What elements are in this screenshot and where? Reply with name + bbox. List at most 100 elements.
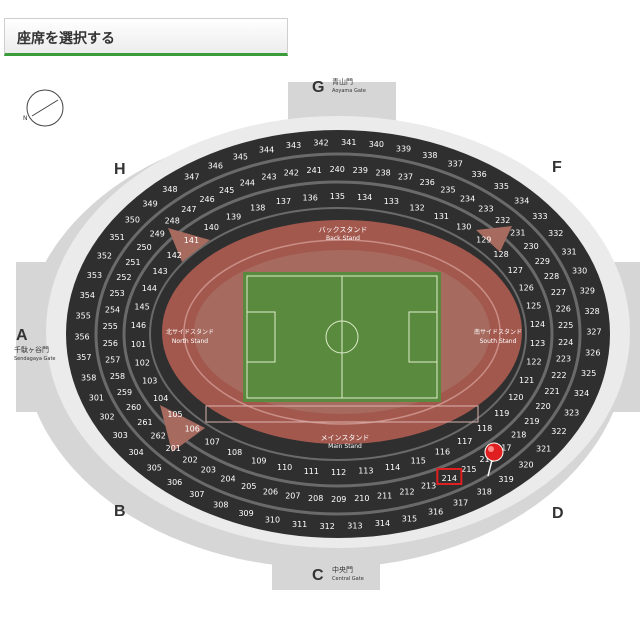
seat-section-262[interactable]: 262 [151, 431, 166, 440]
seat-section-302[interactable]: 302 [99, 413, 114, 422]
seat-section-230[interactable]: 230 [523, 242, 538, 251]
seat-section-237[interactable]: 237 [398, 172, 413, 181]
seat-section-260[interactable]: 260 [126, 403, 141, 412]
seat-section-323[interactable]: 323 [564, 409, 579, 418]
seat-section-206[interactable]: 206 [263, 488, 278, 497]
seat-section-134[interactable]: 134 [357, 193, 372, 202]
seat-section-222[interactable]: 222 [551, 371, 566, 380]
seat-section-101[interactable]: 101 [131, 340, 146, 349]
seat-section-312[interactable]: 312 [320, 522, 335, 531]
seat-section-144[interactable]: 144 [142, 284, 157, 293]
seat-section-253[interactable]: 253 [109, 289, 124, 298]
seat-section-311[interactable]: 311 [292, 520, 307, 529]
seat-section-352[interactable]: 352 [97, 251, 112, 260]
seat-section-257[interactable]: 257 [105, 356, 120, 365]
seat-section-341[interactable]: 341 [341, 138, 356, 147]
seat-section-235[interactable]: 235 [440, 185, 455, 194]
seat-section-233[interactable]: 233 [478, 204, 493, 213]
seat-section-111[interactable]: 111 [304, 467, 319, 476]
seat-section-325[interactable]: 325 [581, 369, 596, 378]
seat-section-113[interactable]: 113 [358, 467, 373, 476]
seat-section-320[interactable]: 320 [518, 460, 533, 469]
seat-section-234[interactable]: 234 [460, 194, 475, 203]
seat-section-128[interactable]: 128 [493, 250, 508, 259]
seat-section-118[interactable]: 118 [477, 424, 492, 433]
seat-section-137[interactable]: 137 [276, 197, 291, 206]
seat-section-202[interactable]: 202 [182, 456, 197, 465]
seat-section-245[interactable]: 245 [219, 186, 234, 195]
seat-section-141[interactable]: 141 [184, 236, 199, 245]
seat-section-324[interactable]: 324 [574, 389, 589, 398]
seat-section-333[interactable]: 333 [532, 212, 547, 221]
seat-section-109[interactable]: 109 [251, 457, 266, 466]
seat-section-132[interactable]: 132 [409, 203, 424, 212]
seat-section-108[interactable]: 108 [227, 448, 242, 457]
seat-section-319[interactable]: 319 [498, 475, 513, 484]
seat-section-254[interactable]: 254 [105, 306, 120, 315]
seat-section-357[interactable]: 357 [76, 353, 91, 362]
seat-section-256[interactable]: 256 [103, 339, 118, 348]
seat-section-329[interactable]: 329 [580, 286, 595, 295]
seat-section-133[interactable]: 133 [384, 197, 399, 206]
seat-section-125[interactable]: 125 [526, 302, 541, 311]
seat-section-221[interactable]: 221 [544, 387, 559, 396]
seat-section-239[interactable]: 239 [353, 166, 368, 175]
seat-section-121[interactable]: 121 [519, 376, 534, 385]
seat-section-213[interactable]: 213 [421, 481, 436, 490]
seat-section-322[interactable]: 322 [551, 427, 566, 436]
seat-section-308[interactable]: 308 [213, 501, 228, 510]
seat-section-126[interactable]: 126 [519, 283, 534, 292]
seat-section-223[interactable]: 223 [556, 354, 571, 363]
seat-section-124[interactable]: 124 [530, 320, 545, 329]
seat-section-143[interactable]: 143 [153, 267, 168, 276]
seat-section-252[interactable]: 252 [116, 273, 131, 282]
seat-section-212[interactable]: 212 [399, 487, 414, 496]
seat-section-258[interactable]: 258 [110, 372, 125, 381]
seat-section-146[interactable]: 146 [131, 321, 146, 330]
seat-section-310[interactable]: 310 [265, 516, 280, 525]
seat-section-306[interactable]: 306 [167, 478, 182, 487]
seat-section-127[interactable]: 127 [508, 266, 523, 275]
seat-section-305[interactable]: 305 [147, 464, 162, 473]
seat-section-250[interactable]: 250 [136, 243, 151, 252]
seat-section-339[interactable]: 339 [396, 144, 411, 153]
seat-section-244[interactable]: 244 [240, 179, 255, 188]
seat-section-246[interactable]: 246 [199, 195, 214, 204]
seat-section-251[interactable]: 251 [125, 258, 140, 267]
seat-section-205[interactable]: 205 [241, 482, 256, 491]
seat-section-255[interactable]: 255 [103, 322, 118, 331]
seat-section-219[interactable]: 219 [524, 417, 539, 426]
seat-section-208[interactable]: 208 [308, 494, 323, 503]
seat-section-247[interactable]: 247 [181, 205, 196, 214]
seat-section-314[interactable]: 314 [375, 519, 390, 528]
seat-section-332[interactable]: 332 [548, 229, 563, 238]
seat-section-201[interactable]: 201 [166, 444, 181, 453]
seat-section-140[interactable]: 140 [204, 223, 219, 232]
seat-section-355[interactable]: 355 [76, 312, 91, 321]
seat-section-139[interactable]: 139 [226, 212, 241, 221]
seat-section-331[interactable]: 331 [561, 247, 576, 256]
seat-section-351[interactable]: 351 [109, 233, 124, 242]
seat-section-214[interactable]: 214 [442, 474, 457, 483]
seat-section-358[interactable]: 358 [81, 374, 96, 383]
seat-section-142[interactable]: 142 [167, 251, 182, 260]
seat-section-112[interactable]: 112 [331, 468, 346, 477]
seat-section-102[interactable]: 102 [135, 358, 150, 367]
seat-section-114[interactable]: 114 [385, 463, 400, 472]
seat-section-204[interactable]: 204 [220, 475, 235, 484]
seat-section-344[interactable]: 344 [259, 146, 274, 155]
seat-section-353[interactable]: 353 [87, 271, 102, 280]
seat-section-304[interactable]: 304 [128, 448, 143, 457]
seat-section-227[interactable]: 227 [551, 288, 566, 297]
seat-section-207[interactable]: 207 [285, 492, 300, 501]
seat-section-349[interactable]: 349 [142, 200, 157, 209]
seat-section-106[interactable]: 106 [185, 424, 200, 433]
seat-section-105[interactable]: 105 [167, 410, 182, 419]
seat-section-116[interactable]: 116 [435, 448, 450, 457]
seat-section-336[interactable]: 336 [471, 170, 486, 179]
seat-section-303[interactable]: 303 [113, 431, 128, 440]
seat-section-328[interactable]: 328 [585, 307, 600, 316]
seat-section-203[interactable]: 203 [201, 466, 216, 475]
seat-section-216[interactable]: 216 [479, 455, 494, 464]
seat-section-249[interactable]: 249 [150, 229, 165, 238]
